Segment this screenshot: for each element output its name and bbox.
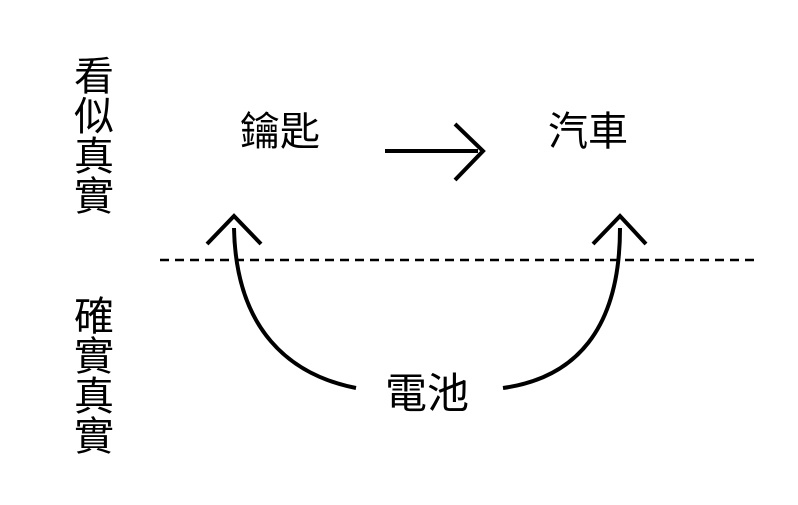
- actually-true-label: 確實真實: [67, 295, 113, 455]
- battery-to-car-arrow: [502, 213, 648, 390]
- car-node: 汽車: [548, 109, 628, 155]
- key-to-car-arrow: [385, 122, 486, 182]
- battery-to-key-arrow: [205, 213, 357, 390]
- battery-node: 電池: [385, 369, 470, 418]
- key-node: 鑰匙: [240, 109, 320, 155]
- seemingly-true-label: 看似真實: [67, 55, 113, 215]
